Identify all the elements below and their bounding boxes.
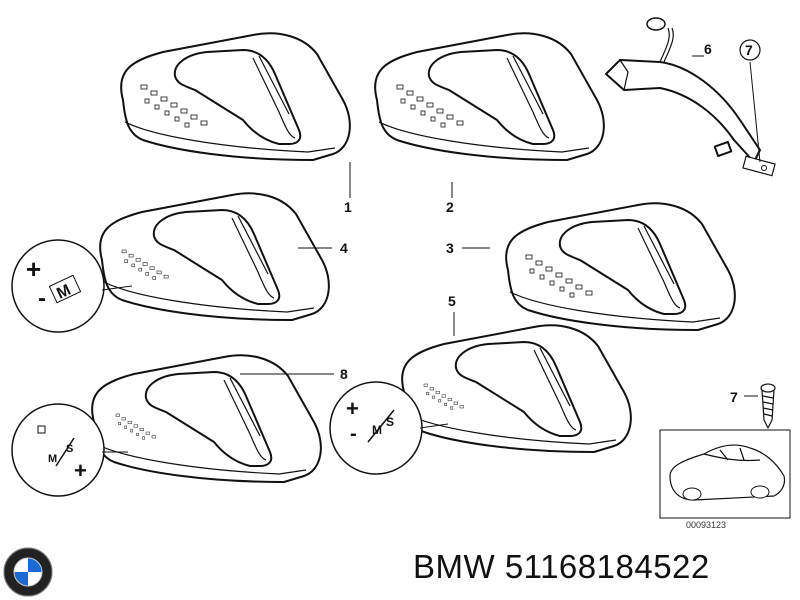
svg-text:7: 7 [745,42,753,58]
symbol-plus: + [26,254,41,284]
symbol-sport-5: S [386,415,394,429]
detail-circle-8: M S + [11,403,128,497]
callout-6: 6 [704,41,712,57]
symbol-manual-8: M [48,453,57,465]
shift-cover-part-4 [99,192,330,321]
car-outline-icon [669,444,786,501]
callout-2: 2 [446,199,454,215]
symbol-sport-8: S [66,443,73,455]
symbol-plus-5: + [346,396,359,421]
screw-part-7 [760,383,776,429]
shift-cover-part-5 [401,324,632,453]
symbol-manual: M [54,282,73,303]
bmw-roundel-icon [3,547,53,597]
callout-4: 4 [340,240,348,256]
drawing-number: 00093123 [686,520,726,530]
vehicle-inset: 00093123 [659,429,791,530]
shift-cover-part-1 [120,32,351,161]
callout-7-circle: 7 [739,39,761,163]
illumination-bar-part-6 [605,17,776,177]
callout-7-screw: 7 [730,389,738,405]
shift-cover-part-2 [374,32,605,161]
symbol-minus-5: - [350,423,357,445]
callout-1: 1 [344,199,352,215]
callout-5: 5 [448,293,456,309]
detail-circle-5: + - M S [329,381,449,475]
detail-circle-4: + - M [11,239,133,333]
symbol-plus-8: + [74,458,87,483]
callout-8: 8 [340,366,348,382]
shift-cover-part-3 [505,202,736,331]
part-number-label: BMW 51168184522 [413,548,710,585]
callout-3: 3 [446,240,454,256]
symbol-minus: - [38,285,46,312]
